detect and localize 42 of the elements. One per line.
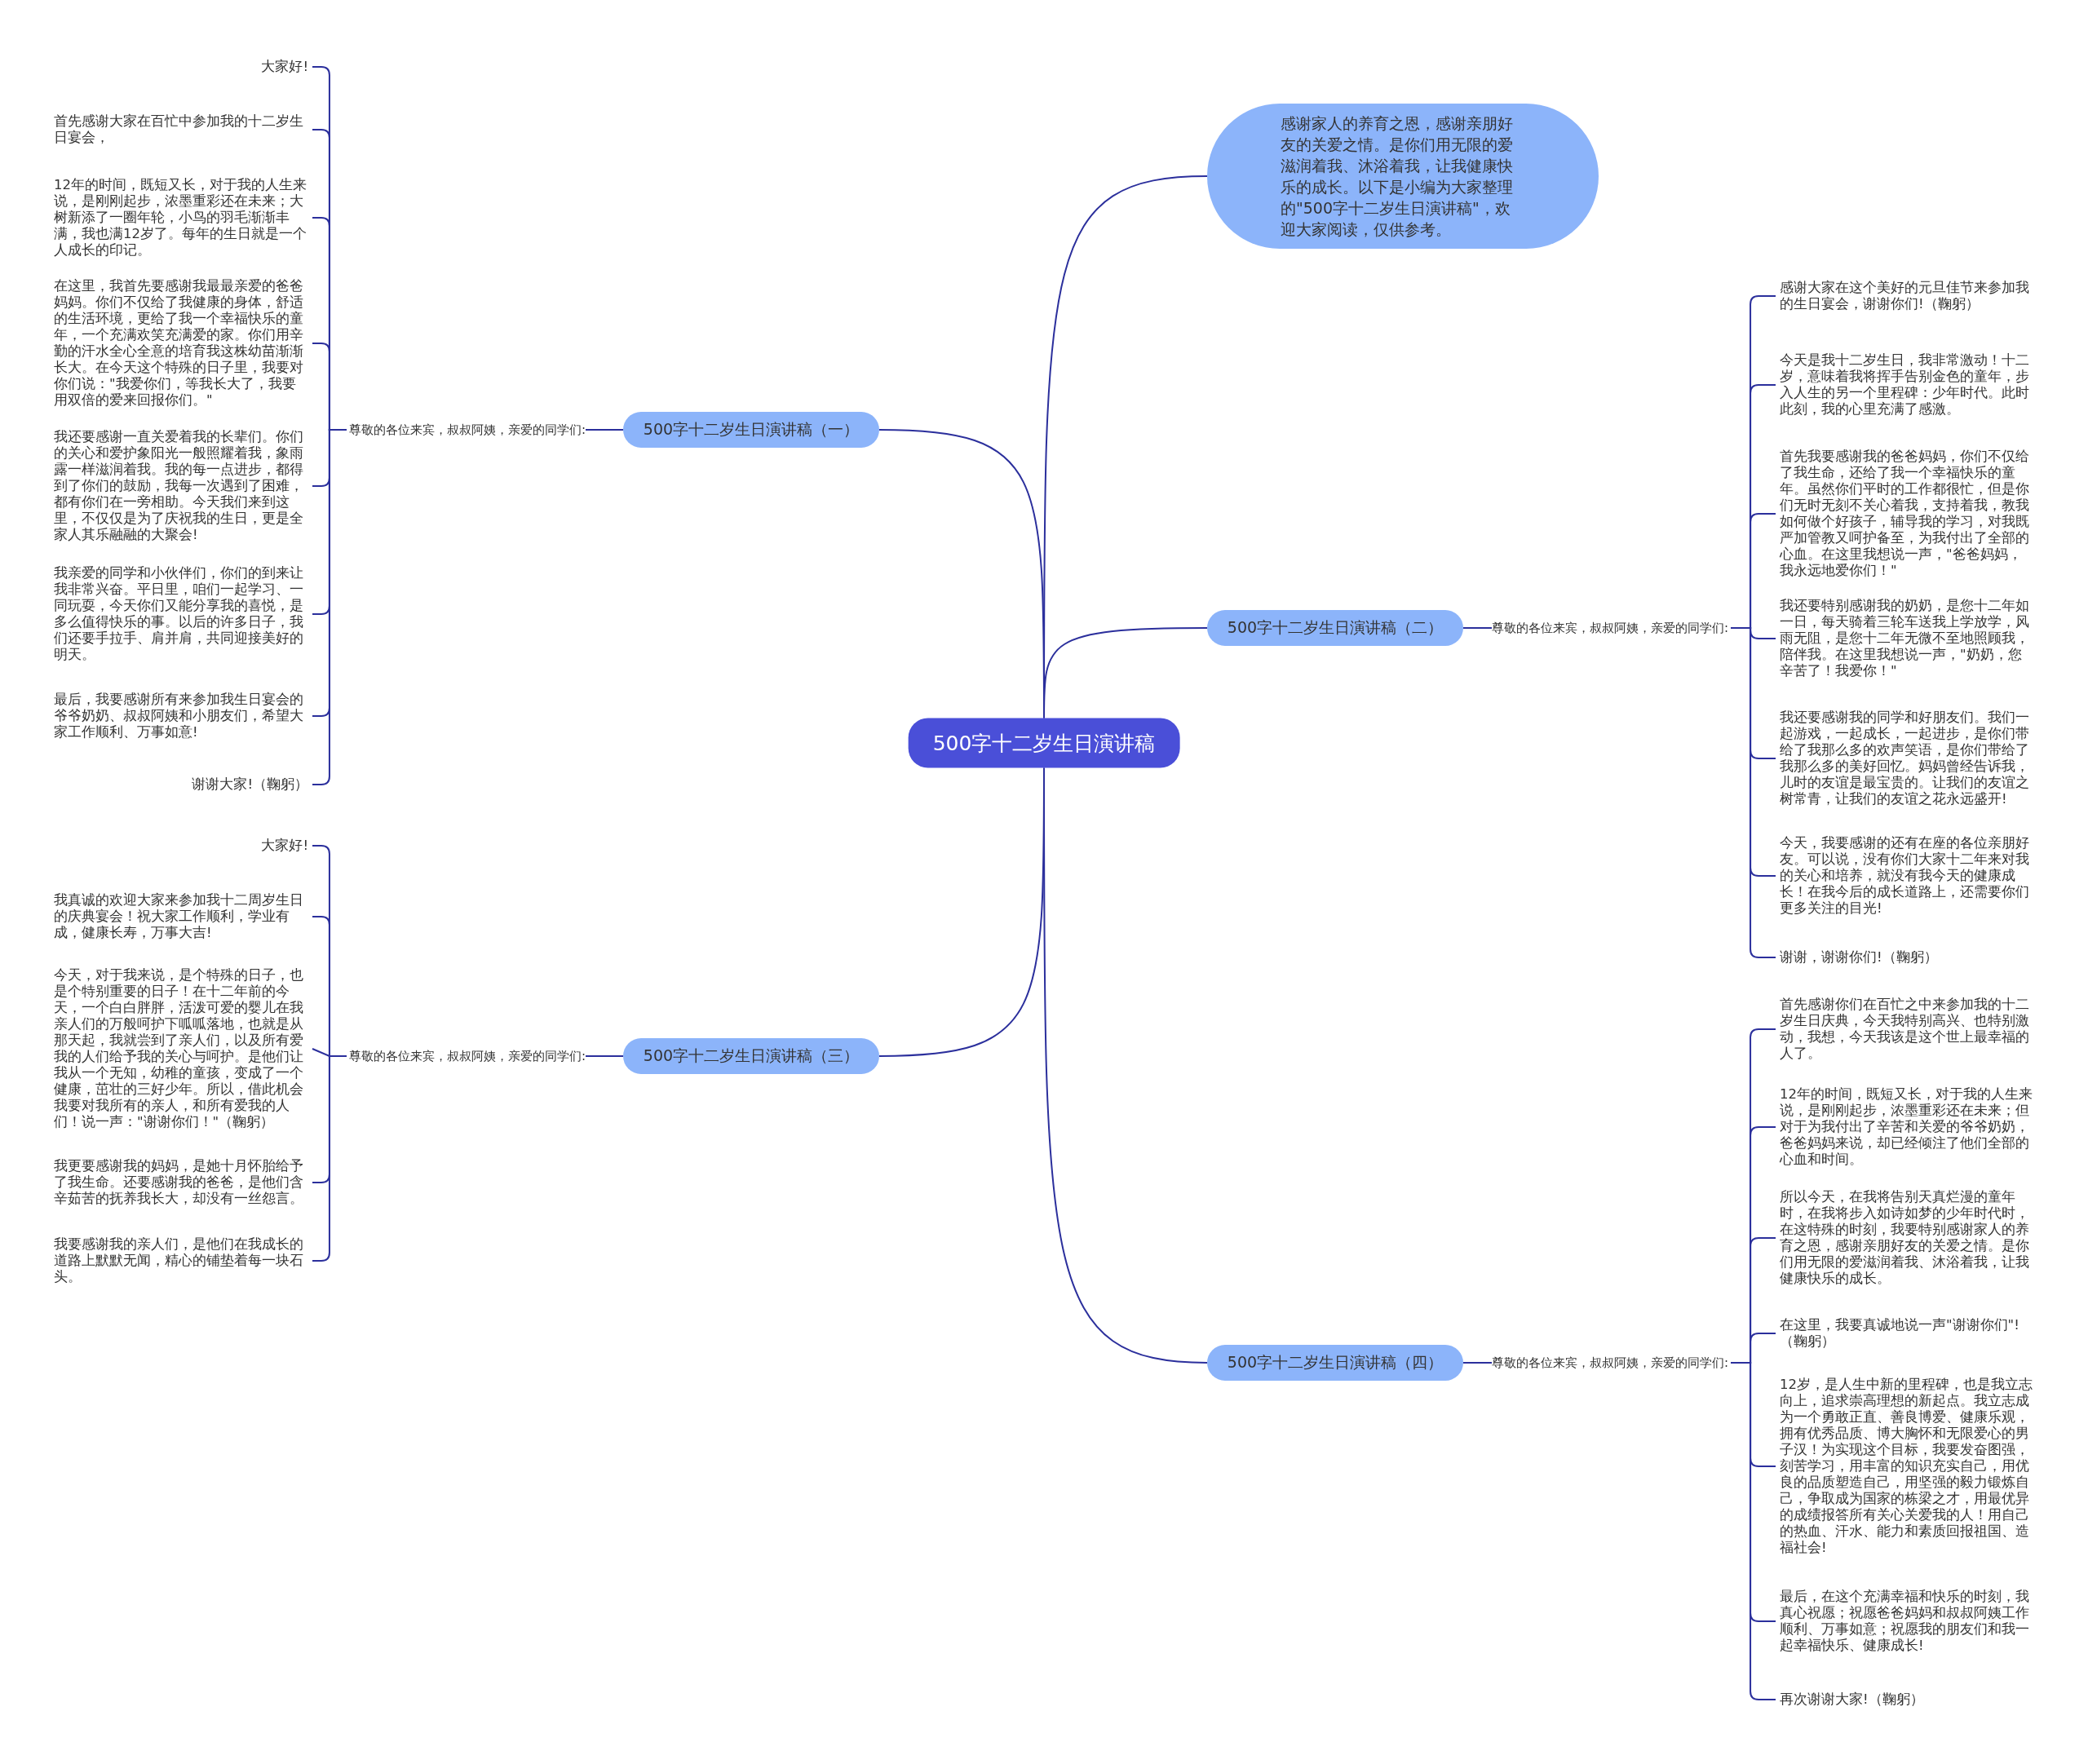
salutation-text: 尊敬的各位来宾，叔叔阿姨，亲爱的同学们: <box>348 1048 586 1064</box>
paragraph-text: 我亲爱的同学和小伙伴们，你们的到来让我非常兴奋。平日里，咱们一起学习、一同玩耍，今天你们又能分享我的喜悦，是多么值得快乐的事。以后的许多日子，我们还要手拉手、肩并肩，共同迎接美好的明天。 <box>54 565 308 663</box>
paragraph-text: 感谢大家在这个美好的元旦佳节来参加我的生日宴会，谢谢你们!（鞠躬） <box>1780 280 2034 312</box>
paragraph-text: 我要感谢我的亲人们，是他们在我成长的道路上默默无闻，精心的铺垫着每一块石头。 <box>54 1236 308 1285</box>
paragraph-text: 我真诚的欢迎大家来参加我十二周岁生日的庆典宴会！祝大家工作顺利，学业有成，健康长寿，万事大吉! <box>54 892 308 941</box>
paragraph-text: 首先感谢大家在百忙中参加我的十二岁生日宴会， <box>54 113 308 146</box>
paragraph-text: 所以今天，在我将告别天真烂漫的童年时，在我将步入如诗如梦的少年时代时，在这特殊的时刻，我要特别感谢家人的养育之恩，感谢亲朋好友的关爱之情。是你们用无限的爱滋润着我、沐浴着我，让我健康快乐的成长。 <box>1780 1189 2034 1287</box>
paragraph-text: 最后，我要感谢所有来参加我生日宴会的爷爷奶奶、叔叔阿姨和小朋友们，希望大家工作顺利、万事如意! <box>54 692 308 741</box>
paragraph-text: 再次谢谢大家!（鞠躬） <box>1780 1691 1924 1708</box>
paragraph-text: 我还要感谢一直关爱着我的长辈们。你们的关心和爱护象阳光一般照耀着我，象雨露一样滋润着我。我的每一点进步，都得到了你们的鼓励，我每一次遇到了困难，都有你们在一旁相助。今天我们来到这里，不仅仅是为了庆祝我的生日，更是全家人其乐融融的大聚会! <box>54 429 308 543</box>
paragraph-text: 我还要感谢我的同学和好朋友们。我们一起游戏，一起成长，一起进步，是你们带给了我那么多的欢声笑语，是你们带给了我那么多的美好回忆。妈妈曾经告诉我，儿时的友谊是最宝贵的。让我们的友谊之树常青，让我们的友谊之花永远盛开! <box>1780 710 2034 807</box>
branch-topic: 500字十二岁生日演讲稿（二） <box>1207 610 1463 646</box>
central-topic: 500字十二岁生日演讲稿 <box>908 718 1180 768</box>
connector-line <box>585 1055 624 1057</box>
paragraph-text: 12年的时间，既短又长，对于我的人生来说，是刚刚起步，浓墨重彩还在未来；大树新添了一圈年轮，小鸟的羽毛渐渐丰满，我也满12岁了。每年的生日就是一个人成长的印记。 <box>54 177 308 259</box>
salutation-text: 尊敬的各位来宾，叔叔阿姨，亲爱的同学们: <box>348 422 586 438</box>
paragraph-text: 大家好! <box>261 59 308 75</box>
paragraph-text: 谢谢，谢谢你们!（鞠躬） <box>1780 949 1938 966</box>
summary-bubble: 感谢家人的养育之恩，感谢亲朋好友的关爱之情。是你们用无限的爱滋润着我、沐浴着我，让我健康快乐的成长。以下是小编为大家整理的"500字十二岁生日演讲稿"，欢迎大家阅读，仅供参考。 <box>1207 104 1599 249</box>
paragraph-text: 在这里，我要真诚地说一声"谢谢你们"!（鞠躬） <box>1780 1317 2034 1350</box>
paragraph-text: 首先我要感谢我的爸爸妈妈，你们不仅给了我生命，还给了我一个幸福快乐的童年。虽然你们平时的工作都很忙，但是你们无时无刻不关心着我，支持着我，教我如何做个好孩子，辅导我的学习，对我既严加管教又呵护备至，为我付出了全部的心血。在这里我想说一声，"爸爸妈妈，我永远地爱你们！" <box>1780 449 2034 579</box>
salutation-text: 尊敬的各位来宾，叔叔阿姨，亲爱的同学们: <box>1492 620 1729 636</box>
paragraph-text: 大家好! <box>261 838 308 854</box>
branch-topic: 500字十二岁生日演讲稿（一） <box>623 412 879 448</box>
paragraph-text: 今天，对于我来说，是个特殊的日子，也是个特别重要的日子！在十二年前的今天，一个白白胖胖，活泼可爱的婴儿在我亲人们的万般呵护下呱呱落地，也就是从那天起，我就尝到了亲人们，以及所有爱我的人们给予我的关心与呵护。是他们让我从一个无知，幼稚的童孩，变成了一个健康，茁壮的三好少年。所以，借此机会我要对我所有的亲人，和所有爱我的人们！说一声："谢谢你们！"（鞠躬） <box>54 967 308 1130</box>
paragraph-text: 最后，在这个充满幸福和快乐的时刻，我真心祝愿；祝愿爸爸妈妈和叔叔阿姨工作顺利、万事如意；祝愿我的朋友们和我一起幸福快乐、健康成长! <box>1780 1589 2034 1654</box>
connector-line <box>585 429 624 431</box>
connector-line <box>1462 627 1493 629</box>
paragraph-text: 我还要特别感谢我的奶奶，是您十二年如一日，每天骑着三轮车送我上学放学，风雨无阻，是您十二年无微不至地照顾我，陪伴我。在这里我想说一声，"奶奶，您辛苦了！我爱你！" <box>1780 598 2034 679</box>
branch-topic: 500字十二岁生日演讲稿（三） <box>623 1038 879 1074</box>
paragraph-text: 谢谢大家!（鞠躬） <box>192 776 308 793</box>
paragraph-text: 我更要感谢我的妈妈，是她十月怀胎给予了我生命。还要感谢我的爸爸，是他们含辛茹苦的抚养我长大，却没有一丝怨言。 <box>54 1158 308 1207</box>
branch-topic: 500字十二岁生日演讲稿（四） <box>1207 1345 1463 1381</box>
paragraph-text: 今天，我要感谢的还有在座的各位亲朋好友。可以说，没有你们大家十二年来对我的关心和培养，就没有我今天的健康成长！在我今后的成长道路上，还需要你们更多关注的目光! <box>1780 835 2034 917</box>
paragraph-text: 12岁，是人生中新的里程碑，也是我立志向上，追求崇高理想的新起点。我立志成为一个勇敢正直、善良博爱、健康乐观，拥有优秀品质、博大胸怀和无限爱心的男子汉！为实现这个目标，我要发奋图强，刻苦学习，用丰富的知识充实自己，用优良的品质塑造自己，用坚强的毅力锻炼自己，争取成为国家的栋梁之才，用最优异的成绩报答所有关心关爱我的人！用自己的热血、汗水、能力和素质回报祖国、造福社会! <box>1780 1377 2034 1556</box>
salutation-text: 尊敬的各位来宾，叔叔阿姨，亲爱的同学们: <box>1492 1355 1729 1371</box>
paragraph-text: 在这里，我首先要感谢我最最亲爱的爸爸妈妈。你们不仅给了我健康的身体，舒适的生活环境，更给了我一个幸福快乐的童年，一个充满欢笑充满爱的家。你们用辛勤的汗水全心全意的培育我这株幼苗渐渐长大。在今天这个特殊的日子里，我要对你们说："我爱你们，等我长大了，我要用双倍的爱来回报你们。" <box>54 278 308 409</box>
paragraph-text: 今天是我十二岁生日，我非常激动！十二岁，意味着我将挥手告别金色的童年，步入人生的另一个里程碑：少年时代。此时此刻，我的心里充满了感激。 <box>1780 352 2034 418</box>
connector-line <box>1043 627 1208 719</box>
paragraph-text: 12年的时间，既短又长，对于我的人生来说，是刚刚起步，浓墨重彩还在未来；但对于为我付出了辛苦和关爱的爷爷奶奶，爸爸妈妈来说，却已经倾注了他们全部的心血和时间。 <box>1780 1086 2034 1168</box>
paragraph-text: 首先感谢你们在百忙之中来参加我的十二岁生日庆典，今天我特别高兴、也特别激动，我想，今天我该是这个世上最幸福的人了。 <box>1780 997 2034 1062</box>
connector-line <box>1462 1362 1493 1364</box>
